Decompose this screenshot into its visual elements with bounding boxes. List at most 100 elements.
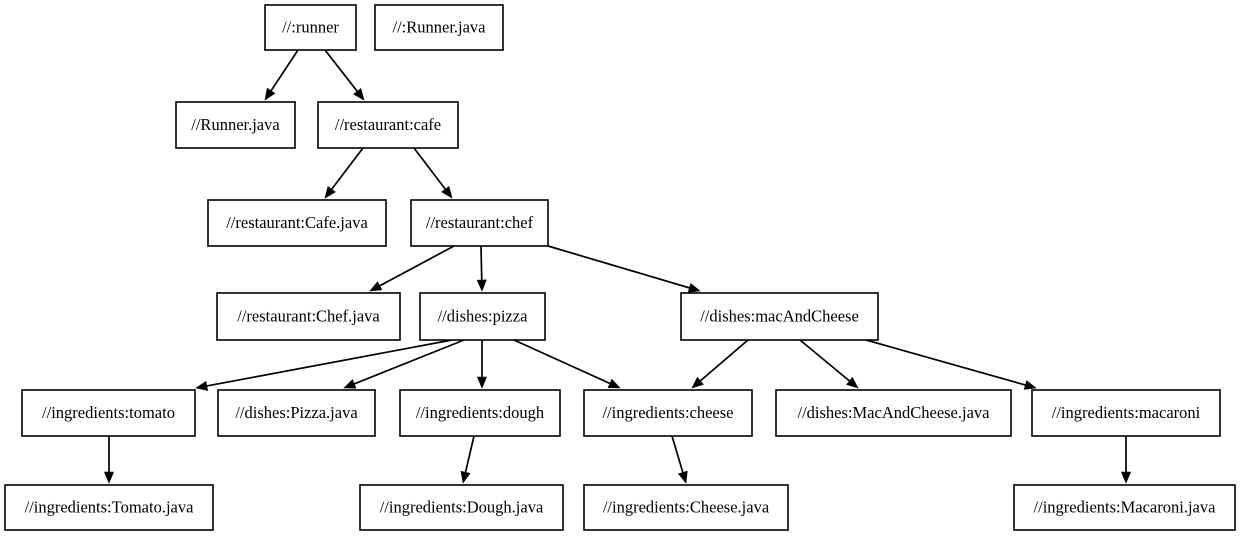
graph-node-dishes_macandcheese[interactable]: //dishes:macAndCheese bbox=[680, 292, 879, 341]
node-label: //:runner bbox=[282, 17, 339, 36]
edge-arrowhead bbox=[846, 376, 859, 389]
graph-node-ingredients_tomato_java[interactable]: //ingredients:Tomato.java bbox=[4, 484, 214, 531]
graph-node-ingredients_cheese[interactable]: //ingredients:cheese bbox=[583, 389, 753, 437]
node-box[interactable] bbox=[583, 389, 753, 437]
node-label: //ingredients:Macaroni.java bbox=[1034, 497, 1217, 516]
node-label: //Runner.java bbox=[191, 115, 280, 134]
edge-line bbox=[547, 245, 690, 289]
graph-node-ingredients_dough_java[interactable]: //ingredients:Dough.java bbox=[359, 484, 564, 531]
edge-line bbox=[671, 435, 684, 473]
graph-node-ingredients_tomato[interactable]: //ingredients:tomato bbox=[21, 389, 196, 437]
node-label: //:Runner.java bbox=[392, 17, 486, 36]
node-box[interactable] bbox=[419, 292, 546, 341]
graph-edge bbox=[324, 147, 364, 199]
graph-edge bbox=[476, 245, 487, 292]
graph-node-ingredients_macaroni_java[interactable]: //ingredients:Macaroni.java bbox=[1013, 484, 1236, 531]
edges-layer bbox=[103, 49, 1132, 484]
node-label: //dishes:pizza bbox=[438, 306, 528, 325]
edge-line bbox=[379, 245, 455, 287]
node-label: //ingredients:macaroni bbox=[1052, 403, 1201, 422]
node-box[interactable] bbox=[1013, 484, 1236, 531]
edge-line bbox=[865, 339, 1026, 386]
graph-node-ingredients_cheese_java[interactable]: //ingredients:Cheese.java bbox=[583, 484, 789, 531]
edge-arrowhead bbox=[687, 282, 701, 293]
graph-node-restaurant_chef_java[interactable]: //restaurant:Chef.java bbox=[216, 292, 401, 341]
graph-edge bbox=[513, 339, 621, 389]
graph-edge bbox=[865, 339, 1037, 390]
node-label: //ingredients:Tomato.java bbox=[25, 497, 195, 516]
node-box[interactable] bbox=[207, 199, 387, 247]
node-label: //dishes:Pizza.java bbox=[235, 403, 358, 422]
edge-line bbox=[206, 339, 453, 387]
node-box[interactable] bbox=[175, 101, 296, 149]
graph-node-ingredients_dough[interactable]: //ingredients:dough bbox=[399, 389, 561, 437]
edge-arrowhead bbox=[343, 379, 357, 389]
edge-line bbox=[353, 339, 465, 385]
node-label: //dishes:macAndCheese bbox=[700, 306, 859, 325]
node-label: //restaurant:Chef.java bbox=[237, 306, 380, 325]
edge-arrowhead bbox=[476, 376, 488, 389]
node-box[interactable] bbox=[359, 484, 564, 531]
edge-arrowhead bbox=[677, 470, 688, 484]
node-label: //dishes:MacAndCheese.java bbox=[798, 403, 991, 422]
edge-arrowhead bbox=[353, 87, 365, 101]
graph-edge bbox=[799, 339, 859, 389]
node-box[interactable] bbox=[264, 4, 357, 51]
graph-edge bbox=[103, 436, 115, 484]
node-box[interactable] bbox=[775, 389, 1012, 437]
node-box[interactable] bbox=[680, 292, 879, 341]
node-label: //ingredients:tomato bbox=[42, 403, 175, 422]
edge-line bbox=[513, 339, 611, 385]
node-label: //ingredients:Dough.java bbox=[380, 497, 544, 516]
graph-node-restaurant_chef[interactable]: //restaurant:chef bbox=[410, 199, 549, 247]
edge-line bbox=[480, 245, 483, 281]
graph-edge bbox=[547, 245, 701, 293]
node-box[interactable] bbox=[217, 389, 376, 437]
edge-arrowhead bbox=[324, 185, 336, 199]
edge-line bbox=[464, 435, 475, 473]
node-label: //restaurant:cafe bbox=[335, 115, 441, 134]
edge-line bbox=[799, 339, 851, 382]
node-box[interactable] bbox=[374, 4, 504, 51]
node-box[interactable] bbox=[1031, 389, 1221, 437]
graph-node-dishes_macandcheese_java[interactable]: //dishes:MacAndCheese.java bbox=[775, 389, 1012, 437]
edge-line bbox=[330, 147, 364, 190]
graph-node-restaurant_cafe_java[interactable]: //restaurant:Cafe.java bbox=[207, 199, 387, 247]
node-box[interactable] bbox=[21, 389, 196, 437]
graph-edge bbox=[1120, 436, 1132, 484]
graph-edge bbox=[369, 245, 455, 292]
edge-arrowhead bbox=[195, 380, 209, 391]
graph-node-ingredients_macaroni[interactable]: //ingredients:macaroni bbox=[1031, 389, 1221, 437]
node-box[interactable] bbox=[216, 292, 401, 341]
edge-arrowhead bbox=[441, 185, 453, 199]
graph-edge bbox=[324, 49, 365, 101]
graph-node-restaurant_cafe[interactable]: //restaurant:cafe bbox=[317, 101, 459, 149]
graph-node-runner_java_root[interactable]: //:Runner.java bbox=[374, 4, 504, 51]
node-box[interactable] bbox=[4, 484, 214, 531]
edge-line bbox=[699, 339, 749, 382]
edge-arrowhead bbox=[1120, 471, 1132, 484]
graph-node-dishes_pizza_java[interactable]: //dishes:Pizza.java bbox=[217, 389, 376, 437]
nodes-layer: //:runner //:Runner.java //Runner.java //re… bbox=[4, 4, 1236, 531]
edge-arrowhead bbox=[103, 471, 115, 484]
graph-node-dishes_pizza[interactable]: //dishes:pizza bbox=[419, 292, 546, 341]
edge-arrowhead bbox=[1023, 380, 1037, 390]
node-box[interactable] bbox=[410, 199, 549, 247]
node-label: //ingredients:Cheese.java bbox=[603, 497, 770, 516]
node-label: //ingredients:dough bbox=[416, 403, 545, 422]
graph-node-runner[interactable]: //:runner bbox=[264, 4, 357, 51]
graph-edge bbox=[264, 49, 299, 101]
node-box[interactable] bbox=[583, 484, 789, 531]
graph-edge bbox=[343, 339, 465, 389]
edge-line bbox=[324, 49, 358, 92]
node-label: //ingredients:cheese bbox=[602, 403, 733, 422]
graph-edge bbox=[195, 339, 453, 391]
edge-arrowhead bbox=[460, 470, 471, 484]
graph-node-runner_java[interactable]: //Runner.java bbox=[175, 101, 296, 149]
node-box[interactable] bbox=[317, 101, 459, 149]
graph-edge bbox=[691, 339, 749, 389]
graph-edge bbox=[671, 435, 688, 484]
node-box[interactable] bbox=[399, 389, 561, 437]
